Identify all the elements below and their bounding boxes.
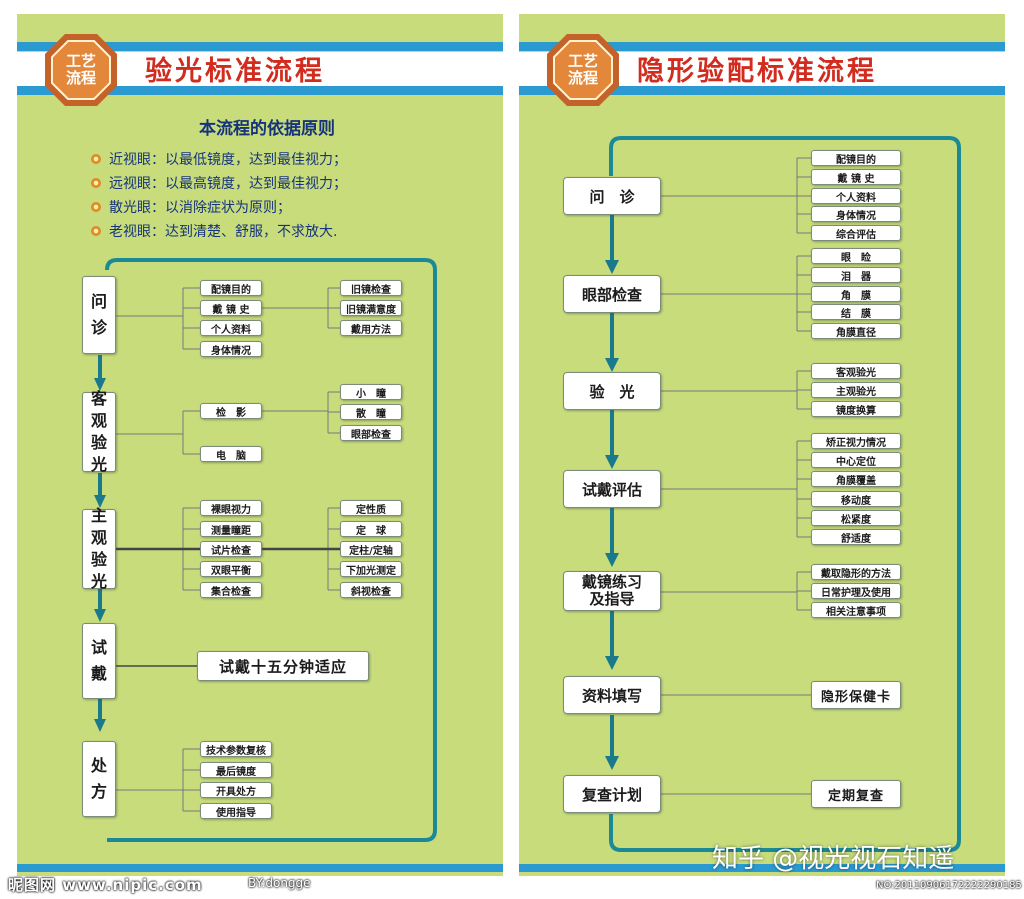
right-flow-lines xyxy=(605,136,961,852)
sub-item-box: 小 瞳 xyxy=(340,384,402,400)
trial-wear-note: 试戴十五分钟适应 xyxy=(197,651,369,681)
item-box: 个人资料 xyxy=(200,320,262,336)
item-box: 综合评估 xyxy=(811,225,901,241)
nipic-watermark: 昵图网 www.nipic.com xyxy=(8,876,203,894)
right-panel-contact-lens-flow: 工艺 流程 隐形验配标准流程 xyxy=(519,14,1005,876)
item-box: 结 膜 xyxy=(811,304,901,320)
bullet-icon xyxy=(91,226,101,236)
sub-item-box: 散 瞳 xyxy=(340,404,402,420)
item-box: 眼 睑 xyxy=(811,248,901,264)
item-box: 开具处方 xyxy=(200,782,272,798)
principle-line: 老视眼：达到清楚、舒服，不求放大. xyxy=(109,224,338,240)
item-box: 试片检查 xyxy=(200,541,262,557)
item-box: 角膜覆盖 xyxy=(811,471,901,487)
sub-item-box: 戴用方法 xyxy=(340,320,402,336)
stage-inquiry: 问 诊 xyxy=(563,177,661,215)
stage-follow-up-plan: 复查计划 xyxy=(563,775,661,813)
sub-item-box: 旧镜满意度 xyxy=(340,300,402,316)
bullet-icon xyxy=(91,202,101,212)
image-serial-number: NO:20110906172222290185 xyxy=(876,880,1022,891)
footer-stripe xyxy=(519,864,1005,872)
bullet-icon xyxy=(91,178,101,188)
item-box: 矫正视力情况 xyxy=(811,433,901,449)
principle-line: 近视眼：以最低镜度，达到最佳视力； xyxy=(109,152,347,168)
stage-eye-examination: 眼部检查 xyxy=(563,275,661,313)
sub-item-box: 旧镜检查 xyxy=(340,280,402,296)
bullet-icon xyxy=(91,154,101,164)
item-box: 戴 镜 史 xyxy=(811,169,901,185)
process-logo: 工艺 流程 xyxy=(43,32,119,108)
stage-trial-assessment: 试戴评估 xyxy=(563,470,661,508)
zhihu-watermark: 知乎 @视光视石知遥 xyxy=(712,844,955,874)
process-logo: 工艺 流程 xyxy=(545,32,621,108)
left-panel-optometry-flow: 工艺 流程 验光标准流程 本流程的依据原则 近视眼：以最低镜度，达到最佳视力； … xyxy=(17,14,503,876)
item-box: 相关注意事项 xyxy=(811,602,901,618)
principle-line: 远视眼：以最高镜度，达到最佳视力； xyxy=(109,176,347,192)
logo-line-2: 流程 xyxy=(567,69,598,87)
item-box: 身体情况 xyxy=(200,341,262,357)
logo-line-1: 工艺 xyxy=(567,52,598,70)
footer-stripe xyxy=(17,864,503,872)
item-box: 集合检查 xyxy=(200,582,262,598)
item-box: 主观验光 xyxy=(811,382,901,398)
item-box: 配镜目的 xyxy=(811,150,901,166)
item-box: 戴取隐形的方法 xyxy=(811,564,901,580)
item-box: 泪 器 xyxy=(811,267,901,283)
logo-line-2: 流程 xyxy=(65,69,96,87)
octagon-badge-icon xyxy=(547,34,619,106)
item-box: 裸眼视力 xyxy=(200,500,262,516)
stage-objective-refraction: 客 观 验 光 xyxy=(82,389,116,474)
header-stripe xyxy=(17,86,503,95)
item-box: 双眼平衡 xyxy=(200,561,262,577)
regular-review: 定期复查 xyxy=(811,780,901,808)
sub-item-box: 斜视检查 xyxy=(340,582,402,598)
sub-item-box: 下加光测定 xyxy=(340,561,402,577)
item-box: 角膜直径 xyxy=(811,323,901,339)
item-box: 最后镜度 xyxy=(200,762,272,778)
item-box: 电 脑 xyxy=(200,446,262,462)
sub-item-box: 定 球 xyxy=(340,521,402,537)
logo-line-1: 工艺 xyxy=(65,52,96,70)
panel-title: 隐形验配标准流程 xyxy=(637,56,877,87)
item-box: 检 影 xyxy=(200,403,262,419)
item-box: 配镜目的 xyxy=(200,280,262,296)
item-box: 技术参数复核 xyxy=(200,741,272,757)
stage-wearing-training: 戴镜练习 及指导 xyxy=(563,571,661,611)
item-box: 角 膜 xyxy=(811,286,901,302)
item-box: 日常护理及使用 xyxy=(811,583,901,599)
item-box: 个人资料 xyxy=(811,188,901,204)
item-box: 松紧度 xyxy=(811,510,901,526)
item-box: 身体情况 xyxy=(811,206,901,222)
item-box: 移动度 xyxy=(811,491,901,507)
contact-lens-care-card: 隐形保健卡 xyxy=(811,681,901,709)
panel-title: 验光标准流程 xyxy=(145,56,325,87)
item-box: 使用指导 xyxy=(200,803,272,819)
stage-refraction: 验 光 xyxy=(563,372,661,410)
item-box: 舒适度 xyxy=(811,529,901,545)
sub-item-box: 眼部检查 xyxy=(340,425,402,441)
principles-title: 本流程的依据原则 xyxy=(199,119,335,139)
item-box: 镜度换算 xyxy=(811,401,901,417)
principle-line: 散光眼：以消除症状为原则； xyxy=(109,200,291,216)
stage-trial-wear: 试 戴 xyxy=(82,623,116,699)
stage-inquiry: 问 诊 xyxy=(82,276,116,354)
sub-item-box: 定性质 xyxy=(340,500,402,516)
item-box: 中心定位 xyxy=(811,452,901,468)
stage-prescription: 处 方 xyxy=(82,741,116,817)
sub-item-box: 定柱/定轴 xyxy=(340,541,402,557)
item-box: 客观验光 xyxy=(811,363,901,379)
author-credit: BY:dongge xyxy=(248,876,311,890)
header-stripe xyxy=(519,42,1005,51)
header-stripe xyxy=(519,86,1005,95)
stage-subjective-refraction: 主 观 验 光 xyxy=(82,506,116,591)
item-box: 测量瞳距 xyxy=(200,521,262,537)
header-stripe xyxy=(17,42,503,51)
item-box: 戴 镜 史 xyxy=(200,300,262,316)
stage-record-filling: 资料填写 xyxy=(563,676,661,714)
octagon-badge-icon xyxy=(45,34,117,106)
